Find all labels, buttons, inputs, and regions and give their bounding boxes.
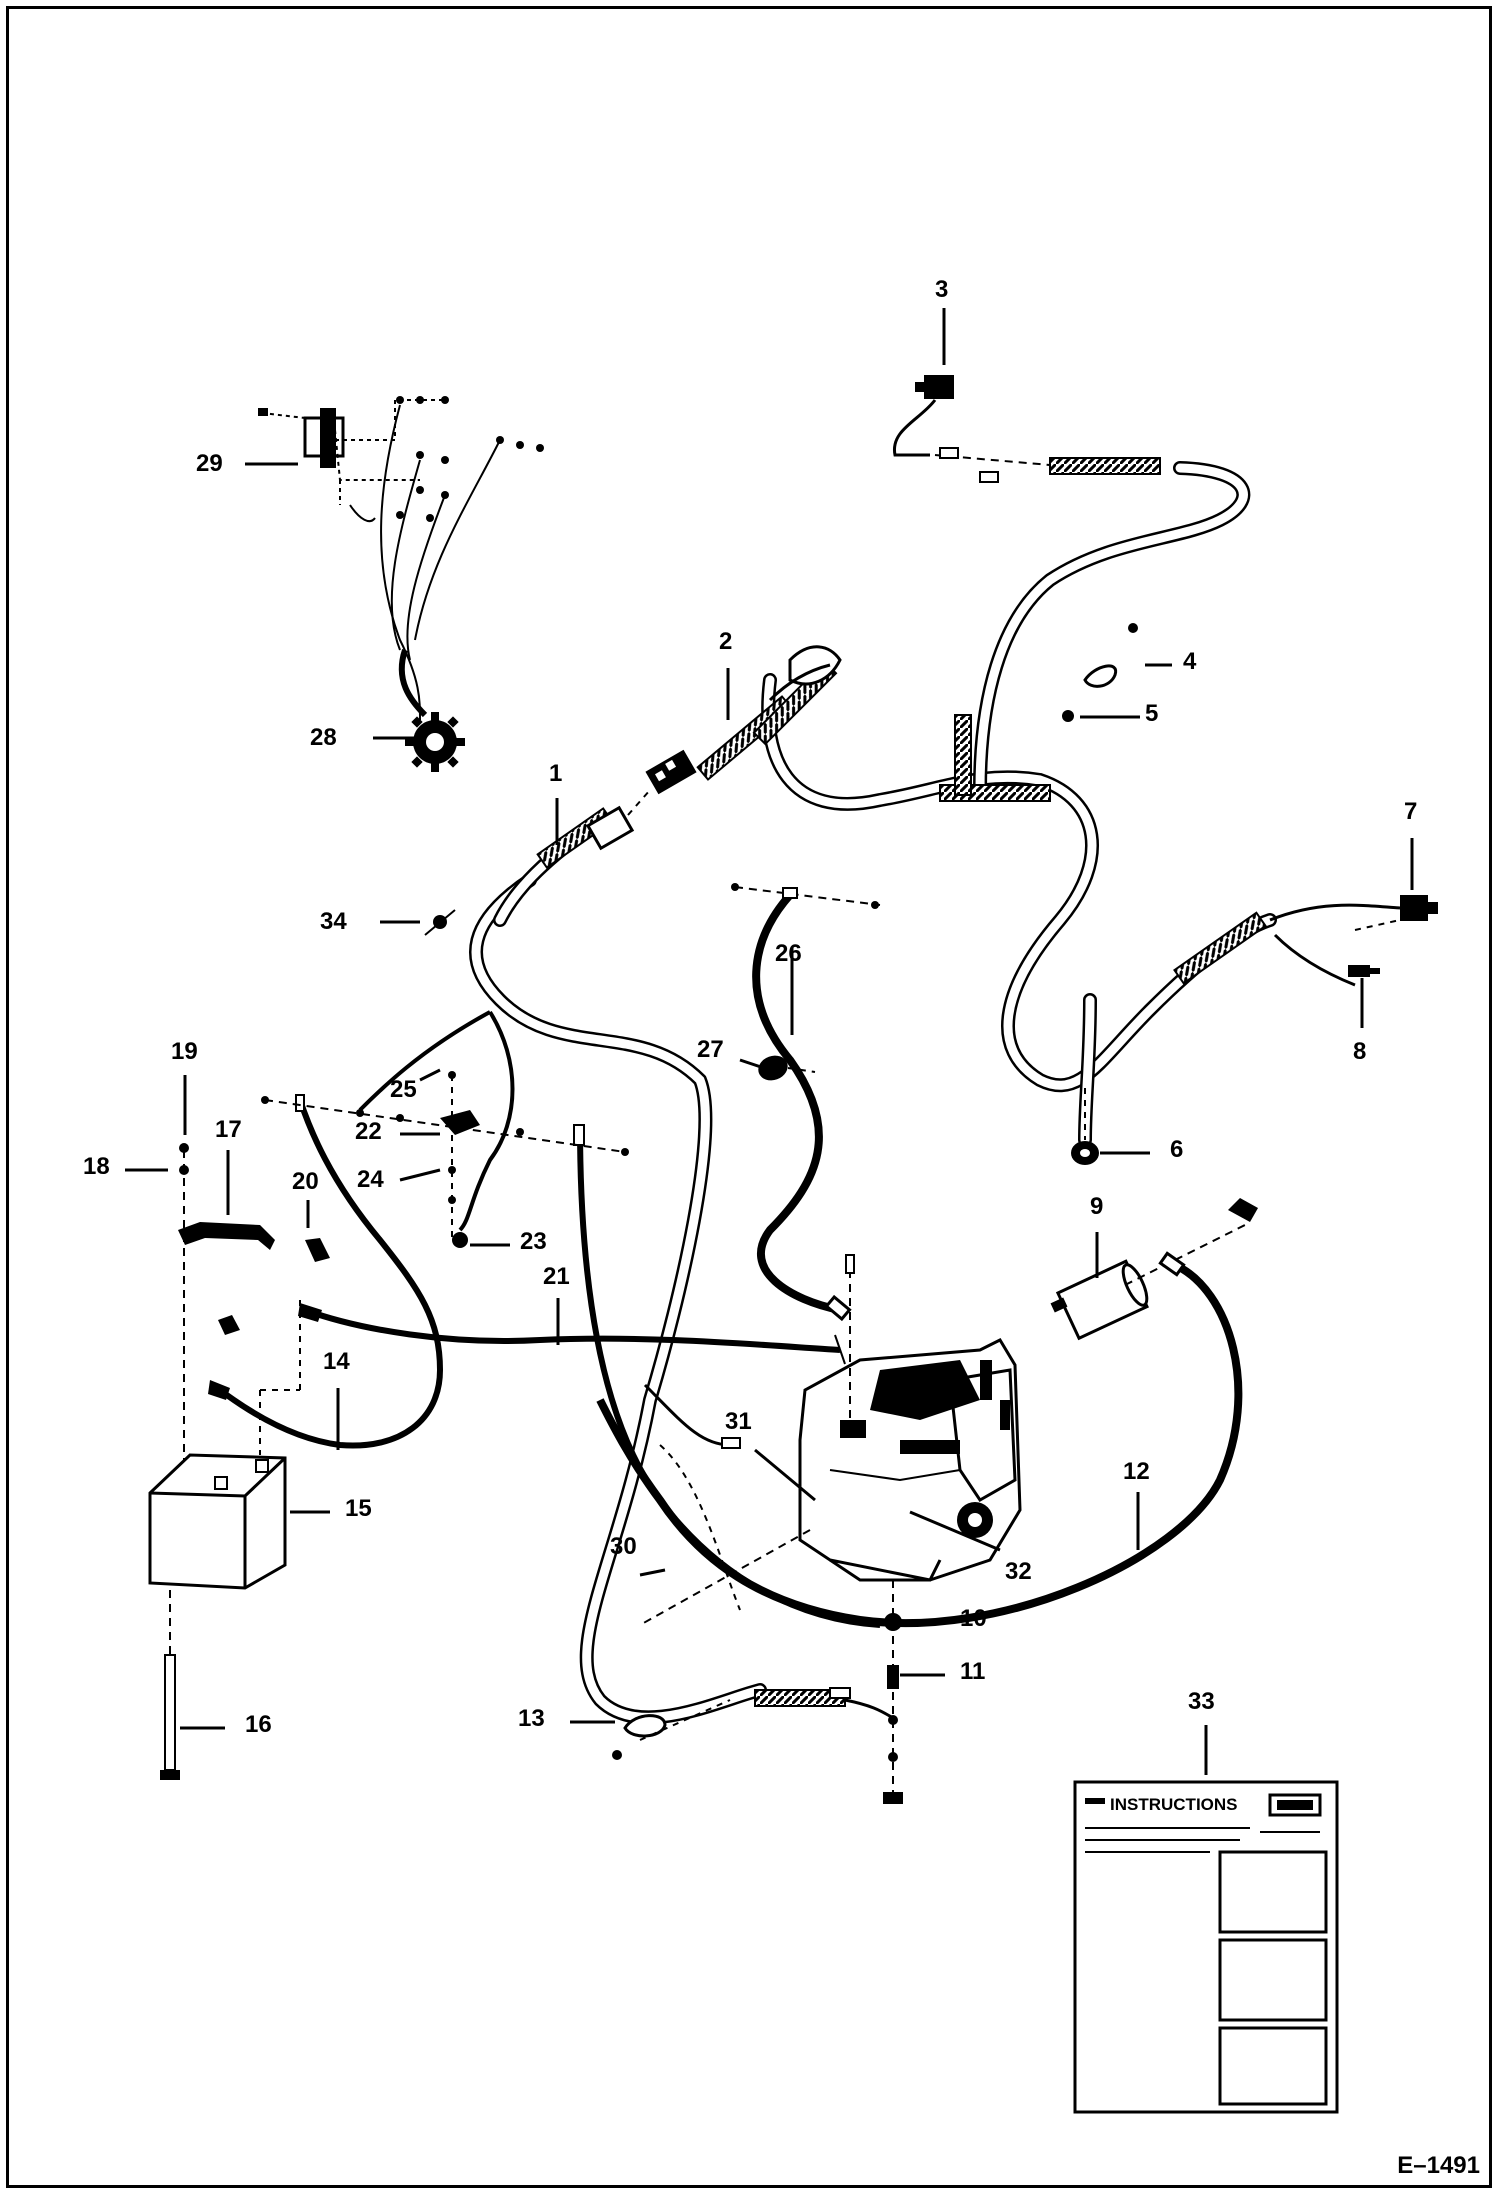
- callout-27: 27: [697, 1036, 724, 1063]
- battery-15: [148, 1453, 287, 1590]
- callout-3: 3: [935, 276, 949, 303]
- callout-15: 15: [345, 1495, 372, 1522]
- sensor-8: [1348, 965, 1380, 977]
- callout-23: 23: [520, 1228, 547, 1255]
- leader-lines: [125, 308, 1414, 1775]
- clip-13: [612, 1699, 731, 1760]
- callout-29: 29: [196, 450, 223, 477]
- callout-21: 21: [543, 1263, 570, 1290]
- figure-id: E–1491: [1397, 2152, 1480, 2179]
- callout-6: 6: [1170, 1136, 1184, 1163]
- cable-21: [298, 1303, 846, 1365]
- boot-20: [218, 1238, 330, 1455]
- callout-12: 12: [1123, 1458, 1150, 1485]
- cable-14: [208, 1094, 444, 1449]
- callout-10: 10: [960, 1605, 987, 1632]
- sensor-wires-28: [380, 404, 501, 721]
- callout-8: 8: [1353, 1038, 1367, 1065]
- callout-19: 19: [171, 1038, 198, 1065]
- callout-16: 16: [245, 1711, 272, 1738]
- callout-26: 26: [775, 940, 802, 967]
- sprocket-28: [405, 712, 465, 772]
- diagram-frame: [6, 6, 1492, 2188]
- grommet-6: [1071, 1088, 1099, 1165]
- wire-loop-22: [358, 1010, 515, 1232]
- callout-4: 4: [1183, 648, 1197, 675]
- clip-4: [1083, 623, 1138, 688]
- bolt-16: [160, 1590, 180, 1780]
- cable-26: [731, 883, 881, 1430]
- callout-20: 20: [292, 1168, 319, 1195]
- callout-5: 5: [1145, 700, 1159, 727]
- fastener-10-11: [883, 1580, 903, 1804]
- harness-2-end: [768, 645, 842, 702]
- callout-34: 34: [320, 908, 347, 935]
- callout-1: 1: [549, 760, 563, 787]
- nut-5: [1062, 710, 1074, 722]
- switch-7: [1269, 895, 1438, 987]
- callout-24: 24: [357, 1166, 384, 1193]
- switch-bracket-29: [258, 396, 544, 523]
- callout-18: 18: [83, 1153, 110, 1180]
- callout-22: 22: [355, 1118, 382, 1145]
- callout-31: 31: [725, 1408, 752, 1435]
- sensor-3: [893, 375, 1051, 483]
- grommet-27: [758, 1055, 816, 1081]
- link-32: [639, 1529, 811, 1626]
- hardware-row: [261, 1071, 629, 1240]
- callout-11: 11: [960, 1658, 986, 1685]
- callout-14: 14: [323, 1348, 350, 1375]
- engine-block: [798, 1338, 1022, 1582]
- callout-33: 33: [1188, 1688, 1215, 1715]
- callout-32: 32: [1005, 1558, 1032, 1585]
- starter-9: [1050, 1259, 1149, 1341]
- callout-13: 13: [518, 1705, 545, 1732]
- decal-title: INSTRUCTIONS: [1110, 1795, 1238, 1814]
- bracket-17: [178, 1143, 275, 1520]
- callout-17: 17: [215, 1116, 242, 1143]
- callout-2: 2: [719, 628, 733, 655]
- tie-34: [424, 909, 456, 936]
- callout-9: 9: [1090, 1193, 1104, 1220]
- instruction-decal-33: INSTRUCTIONS: [1073, 1780, 1339, 2114]
- callout-25: 25: [390, 1076, 417, 1103]
- nut-23: [452, 1232, 468, 1248]
- cable-chassis: [573, 1124, 881, 1628]
- callout-28: 28: [310, 724, 337, 751]
- callout-7: 7: [1404, 798, 1418, 825]
- connector-link: [627, 789, 651, 816]
- callout-30: 30: [610, 1533, 637, 1560]
- connector-2: [645, 749, 697, 795]
- cable-30: [659, 1444, 894, 1720]
- connector-1: [585, 805, 635, 851]
